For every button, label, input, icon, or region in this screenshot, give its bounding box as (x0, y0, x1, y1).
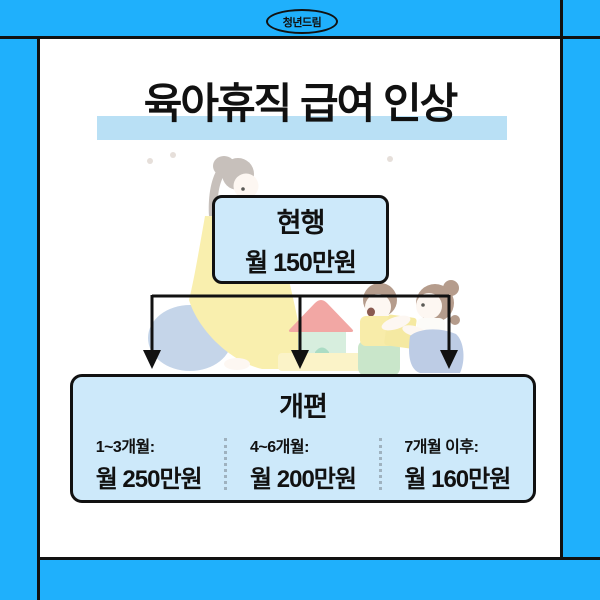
period-label: 1~3개월: (95, 439, 155, 456)
frame-line-right (560, 0, 563, 560)
page-title: 육아휴직 급여 인상 (143, 80, 458, 127)
frame-line-top (0, 36, 600, 39)
revised-column-months-7-plus: 7개월 이후: 월 160만원 (382, 433, 533, 494)
amount-value: 월 250만원 (95, 466, 203, 493)
frame-line-bottom (37, 557, 600, 560)
revised-policy-label: 개편 (279, 392, 328, 422)
current-policy-box: 현행 월 150만원 (212, 195, 389, 284)
revised-columns: 1~3개월: 월 250만원 4~6개월: 월 200만원 7개월 이후: 월 … (73, 433, 533, 494)
column-divider (378, 437, 382, 490)
revised-column-months-1-3: 1~3개월: 월 250만원 (73, 433, 224, 494)
brand-badge: 청년드림 (266, 9, 338, 34)
title-highlight-bar (97, 116, 507, 140)
frame-line-left (37, 36, 40, 600)
revised-column-months-4-6: 4~6개월: 월 200만원 (227, 433, 378, 494)
revised-policy-box: 개편 1~3개월: 월 250만원 4~6개월: 월 200만원 7개월 이후: (70, 374, 536, 503)
period-label: 4~6개월: (250, 439, 309, 456)
column-divider (224, 437, 228, 490)
brand-badge-label: 청년드림 (282, 16, 322, 29)
period-label: 7개월 이후: (404, 439, 479, 456)
current-policy-amount: 월 150만원 (245, 248, 357, 277)
amount-value: 월 200만원 (250, 466, 357, 493)
current-policy-label: 현행 (276, 207, 326, 238)
amount-value: 월 160만원 (404, 466, 511, 493)
